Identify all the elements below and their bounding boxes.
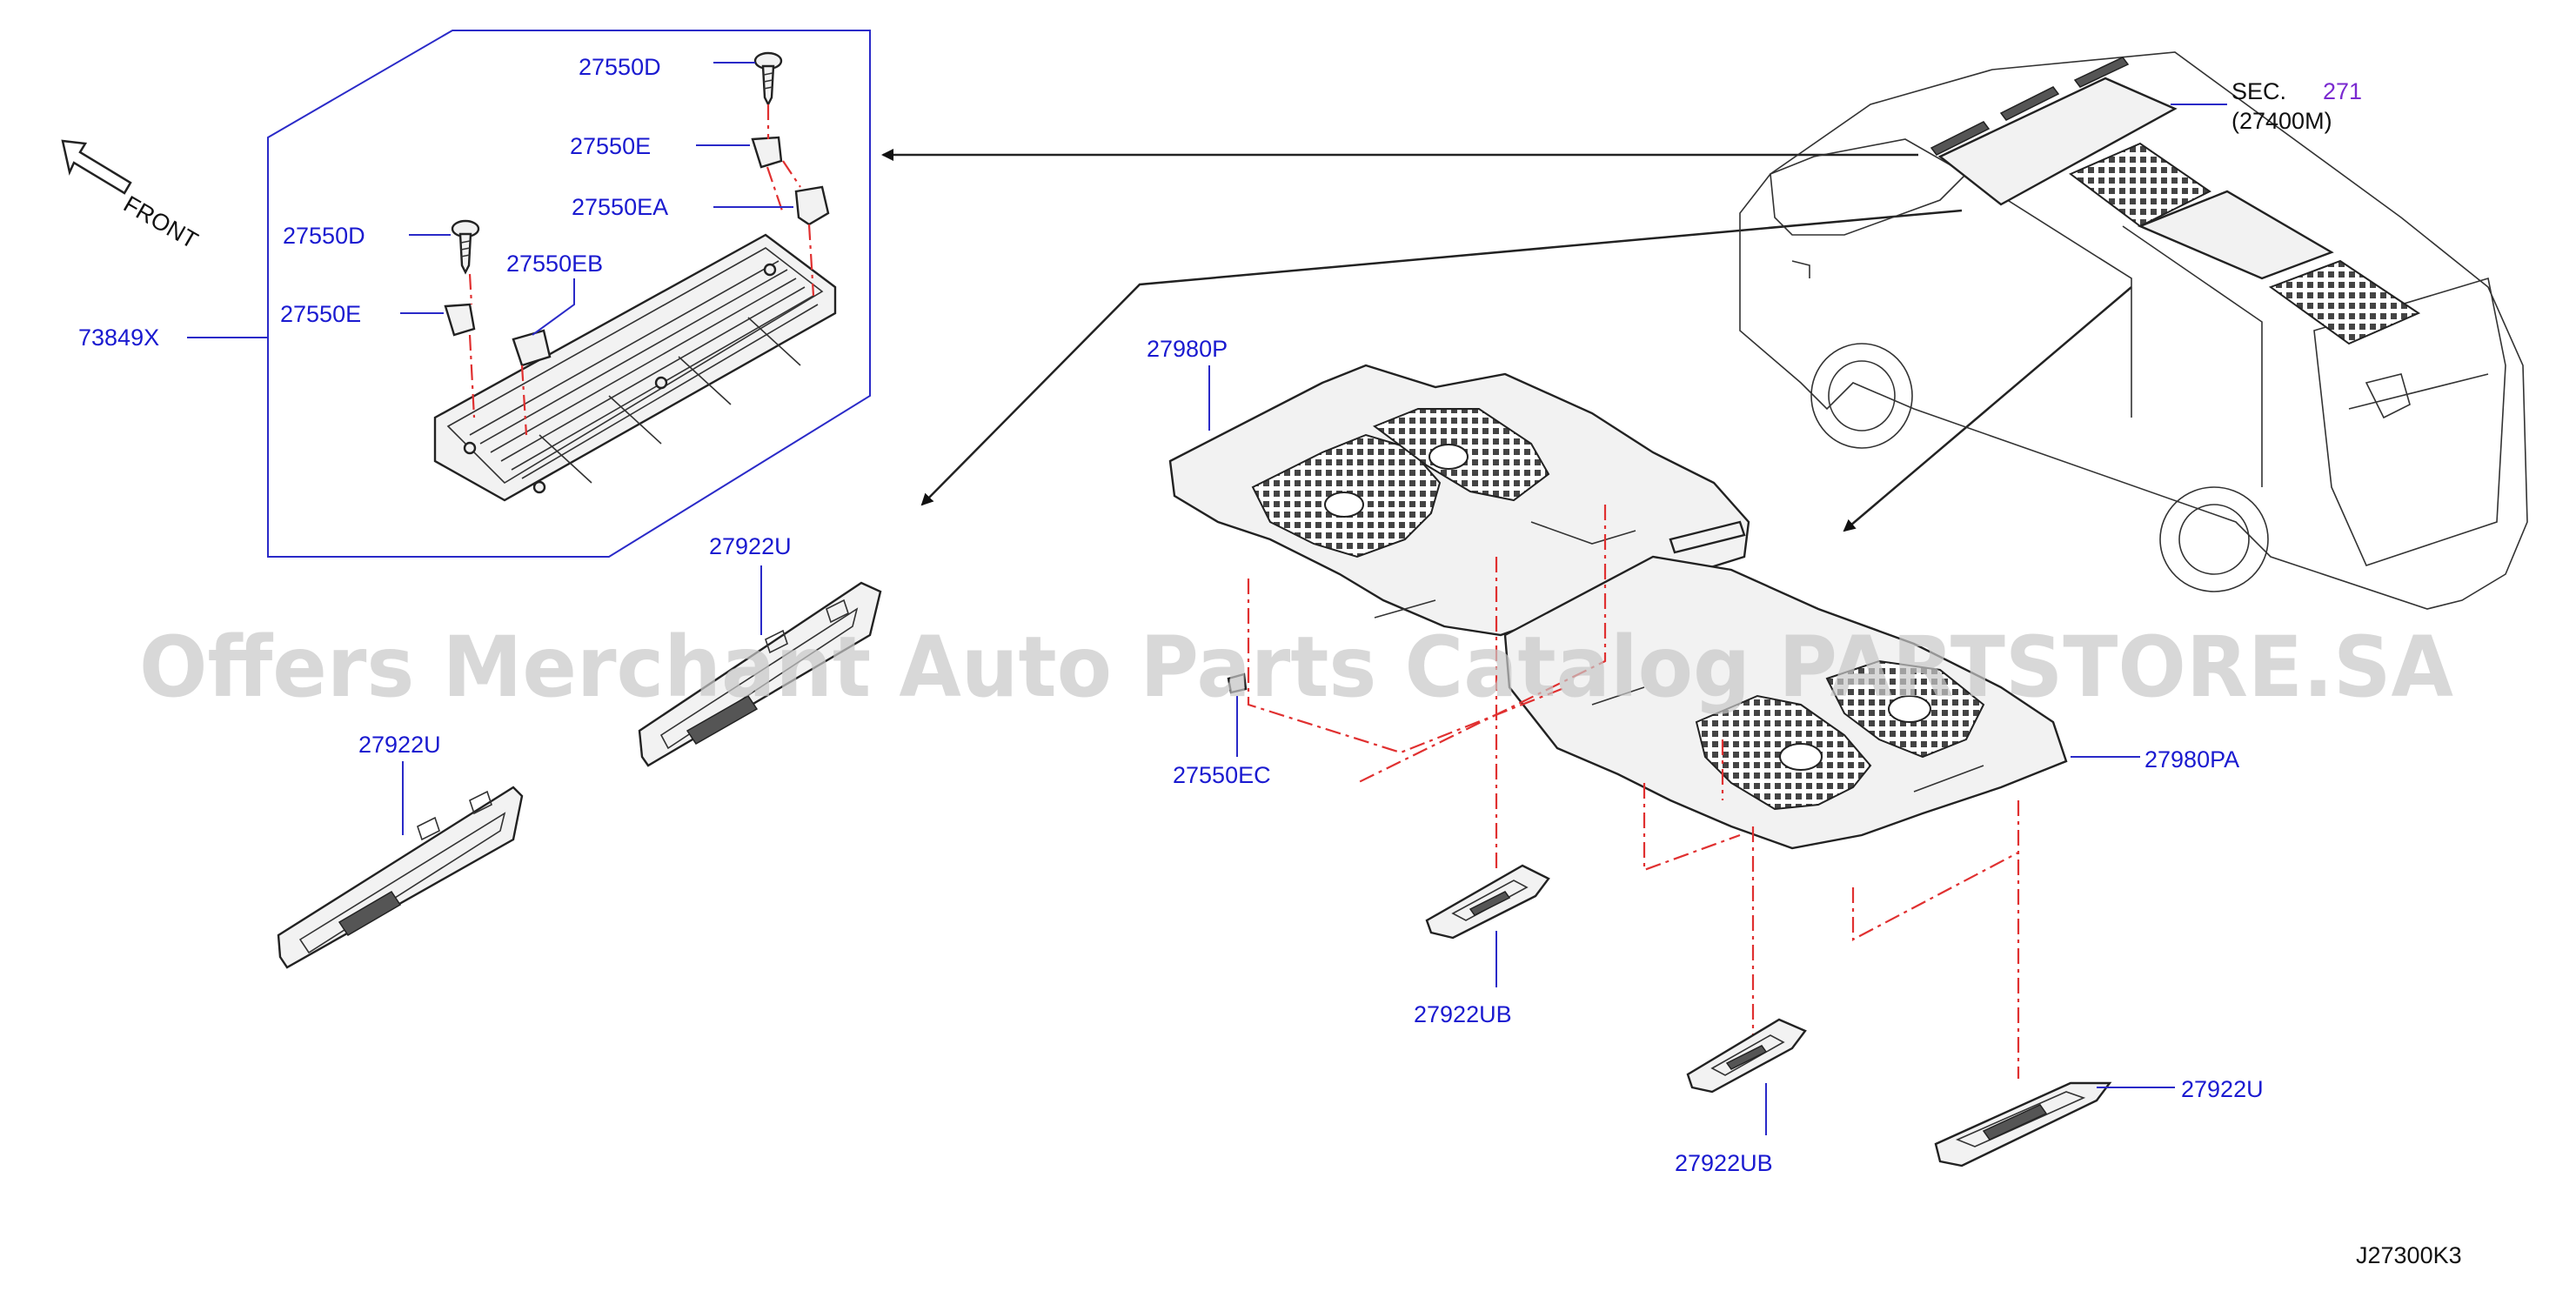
label-73849x: 73849X <box>78 324 159 351</box>
label-27922u-right: 27922U <box>2181 1076 2264 1102</box>
front-label: FRONT <box>119 191 203 253</box>
detail-leaders <box>187 62 793 338</box>
label-27550e-lower: 27550E <box>280 301 361 327</box>
map-lamp-27922u-lower <box>277 786 524 969</box>
label-27922u-lower: 27922U <box>358 732 441 758</box>
label-27980p: 27980P <box>1147 336 1228 362</box>
headliner-panel-27980p <box>1168 364 1750 637</box>
label-27550ec: 27550EC <box>1173 762 1271 788</box>
clip-27550e-upper <box>751 136 783 169</box>
label-27922ub-right: 27922UB <box>1675 1150 1773 1176</box>
watermark-text: Offers Merchant Auto Parts Catalog PARTS… <box>139 619 2453 716</box>
detail-box <box>267 30 871 558</box>
sec-number-link[interactable]: 271 <box>2323 78 2362 104</box>
lamp-27922ub-left <box>1425 864 1550 940</box>
screw-27550d-lower <box>451 219 480 275</box>
label-27550eb: 27550EB <box>506 251 603 277</box>
label-27550e-upper: 27550E <box>570 133 651 159</box>
center-leaders <box>402 365 2175 1135</box>
sec-reference: (27400M) <box>2231 108 2332 134</box>
van-outline <box>1739 51 2528 610</box>
install-lines-center <box>1247 505 2020 1079</box>
label-27550d-lower: 27550D <box>283 223 365 249</box>
screw-27550d-upper <box>753 51 783 107</box>
sec-label: SEC. <box>2231 78 2286 104</box>
label-27980pa: 27980PA <box>2144 746 2239 773</box>
diagram-code: J27300K3 <box>2356 1242 2462 1268</box>
label-27550ea: 27550EA <box>572 194 668 220</box>
reference-arrows <box>881 149 2132 532</box>
clip-27550ea <box>794 185 830 226</box>
front-arrow-icon <box>61 139 132 195</box>
lamp-27922ub-right <box>1686 1018 1807 1094</box>
label-27550d-upper: 27550D <box>579 54 661 80</box>
headliner-panel-27980pa <box>1503 555 2068 850</box>
map-lamp-27922u-upper <box>638 581 882 767</box>
label-27922u-upper: 27922U <box>709 533 792 559</box>
clip-27550e-lower <box>444 303 476 337</box>
clip-27550ec <box>1227 672 1248 694</box>
label-27922ub-left: 27922UB <box>1414 1001 1512 1027</box>
roof-vent-grille-73849x <box>433 233 837 502</box>
lamp-27922u-right <box>1934 1081 2112 1167</box>
